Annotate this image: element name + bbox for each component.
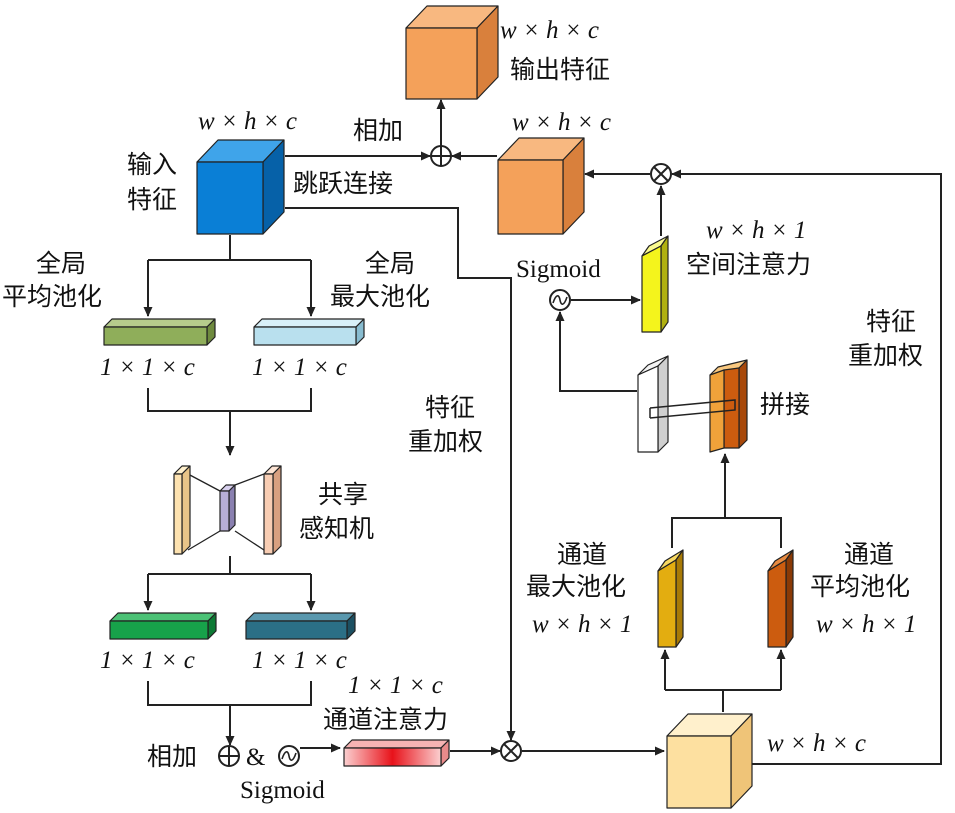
- mlp-out-dim-label-1: 1 × 1 × c: [100, 647, 195, 674]
- reweight-mid-label-2: 重加权: [408, 427, 483, 456]
- gap-label-2: 平均池化: [2, 282, 102, 311]
- mlp-output-bar-green: [109, 612, 217, 640]
- add-label-bottom: 相加: [147, 742, 197, 771]
- cap-label-2: 平均池化: [810, 572, 910, 601]
- concat-conv-plane: [637, 355, 669, 453]
- channel-max-pool-map: [657, 549, 684, 648]
- connectors: [143, 99, 942, 765]
- input-feature-cube: [196, 139, 285, 235]
- ca-dim-label: 1 × 1 × c: [348, 672, 443, 699]
- add-operator-top: [430, 145, 452, 167]
- sigmoid-label-top: Sigmoid: [516, 256, 601, 283]
- cmp-label-2: 最大池化: [526, 572, 626, 601]
- cap-dim-label: w × h × 1: [816, 611, 916, 638]
- multiply-operator-bottom: [500, 740, 522, 762]
- output-feature-cube: [405, 5, 499, 100]
- gap-dim-label: 1 × 1 × c: [100, 354, 195, 381]
- cap-label-1: 通道: [844, 540, 894, 569]
- add-operator-bottom: [218, 745, 240, 767]
- input-feature-label-1: 输入: [127, 150, 177, 179]
- input-dim-label: w × h × c: [198, 108, 297, 135]
- attended-dim-label: w × h × c: [512, 109, 611, 136]
- gmp-dim-label: 1 × 1 × c: [252, 354, 347, 381]
- reweight-mid-label-1: 特征: [425, 393, 475, 422]
- cmp-label-1: 通道: [557, 540, 607, 569]
- input-feature-label-2: 特征: [127, 185, 177, 214]
- sigmoid-operator-bottom: [278, 745, 300, 767]
- output-dim-label: w × h × c: [500, 17, 599, 44]
- global-max-pool-bar: [253, 318, 365, 346]
- channel-weighted-cube: [666, 713, 753, 809]
- sigmoid-label-bottom: Sigmoid: [240, 777, 325, 804]
- channel-attention-bar: [343, 739, 450, 767]
- mlp-out-dim-label-2: 1 × 1 × c: [252, 647, 347, 674]
- output-feature-label: 输出特征: [510, 55, 610, 84]
- add-label-top: 相加: [353, 116, 403, 145]
- global-avg-pool-bar: [103, 318, 216, 346]
- mlp-output-bar-teal: [245, 612, 356, 640]
- channel-avg-pool-map: [767, 549, 794, 648]
- weighted-dim-label: w × h × c: [767, 730, 866, 757]
- reweight-right-label-2: 重加权: [848, 341, 923, 370]
- concat-label: 拼接: [760, 390, 810, 419]
- cmp-dim-label: w × h × 1: [532, 611, 632, 638]
- mlp-label-1: 共享: [318, 480, 368, 509]
- sigmoid-operator-top: [549, 289, 571, 311]
- gap-label-1: 全局: [36, 249, 86, 278]
- reweight-right-label-1: 特征: [866, 307, 916, 336]
- spatial-attention-map: [641, 235, 669, 333]
- multiply-operator-top: [650, 163, 672, 185]
- attended-feature-cube: [497, 137, 585, 235]
- gmp-label-1: 全局: [365, 249, 415, 278]
- channel-attention-label: 通道注意力: [323, 705, 448, 734]
- concatenated-maps: [649, 359, 748, 453]
- skip-connection-label: 跳跃连接: [293, 169, 393, 198]
- mlp-label-2: 感知机: [299, 514, 374, 543]
- shared-mlp-block: [173, 465, 282, 555]
- sa-dim-label: w × h × 1: [706, 217, 806, 244]
- gmp-label-2: 最大池化: [330, 282, 430, 311]
- spatial-attention-label: 空间注意力: [686, 250, 811, 279]
- and-symbol: &: [246, 744, 265, 771]
